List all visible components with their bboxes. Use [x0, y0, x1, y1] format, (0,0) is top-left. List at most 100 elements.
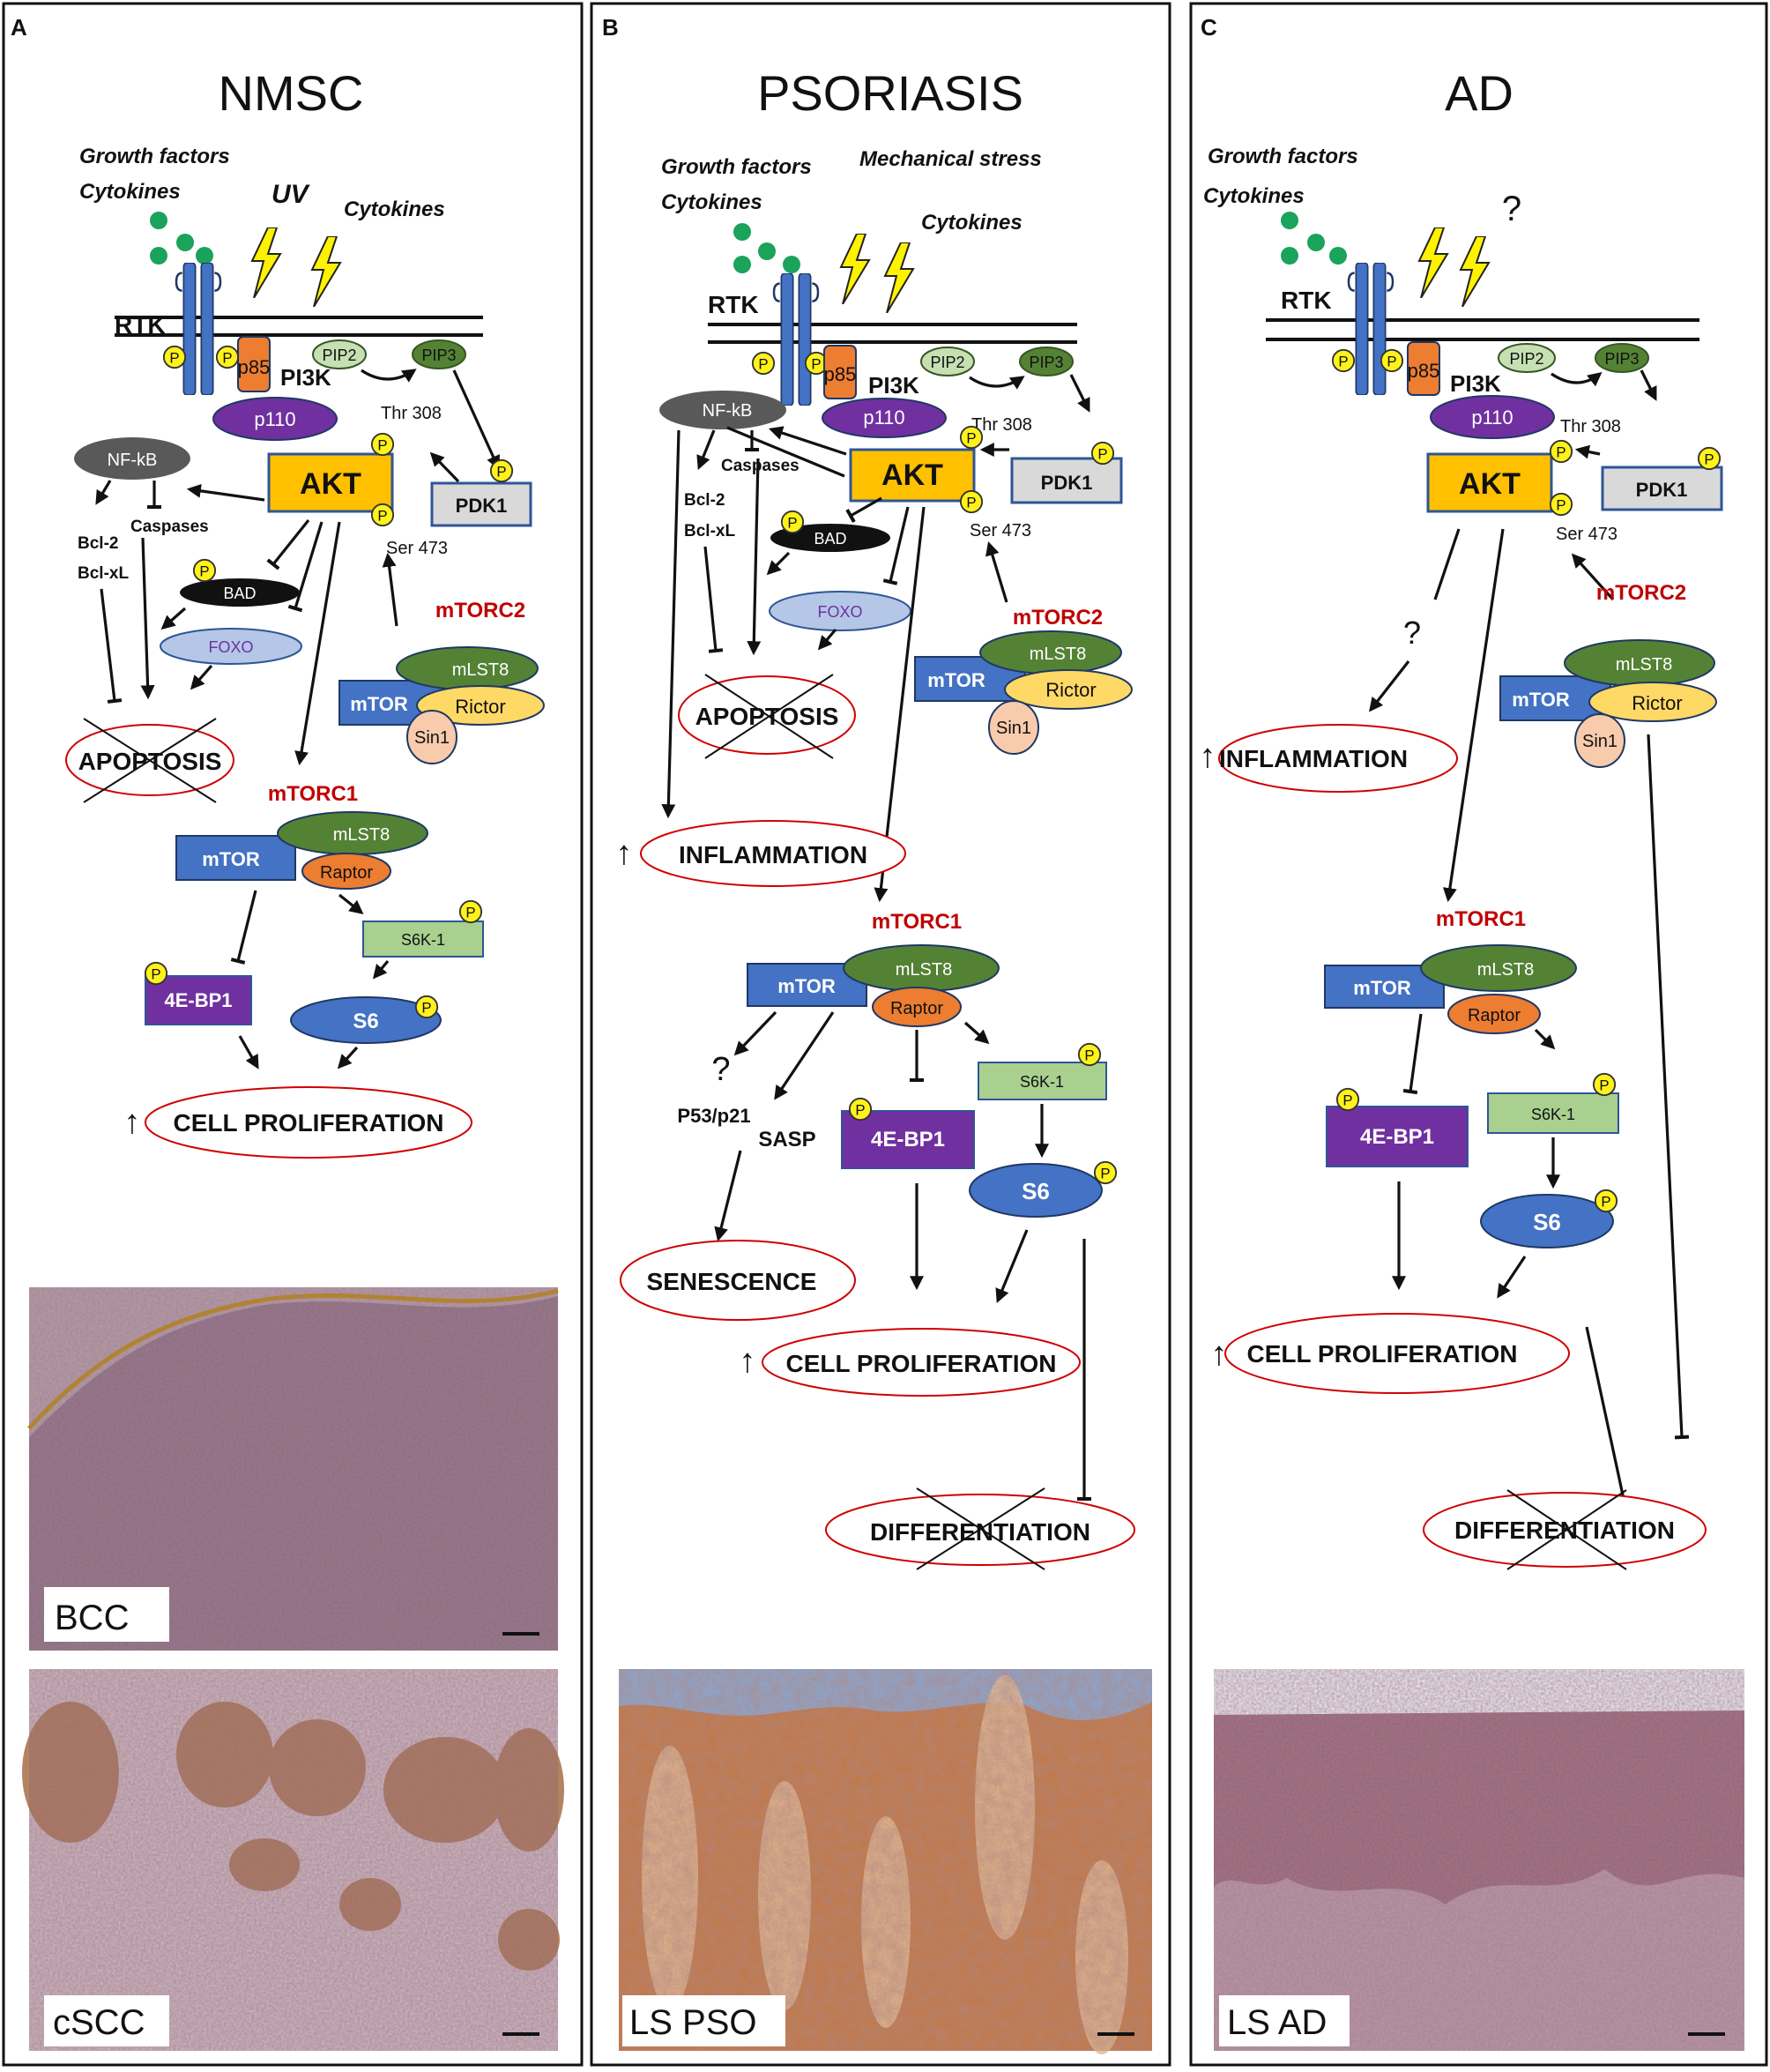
ligand-icon	[783, 256, 800, 273]
ligand-icon	[176, 234, 194, 251]
panel-letter-c: C	[1201, 14, 1217, 41]
phospho-icon	[1093, 1160, 1118, 1185]
mtor-label: mTOR	[350, 693, 408, 715]
4ebp1-node	[1326, 1106, 1469, 1167]
thr308-label: Thr 308	[381, 404, 442, 423]
rictor-label: Rictor	[1632, 692, 1682, 714]
phospho-icon	[1090, 441, 1115, 466]
stimulus-cytokines-2: Cytokines	[921, 211, 1023, 235]
pi3k-label: PI3K	[868, 372, 919, 399]
pdk1-to-akt-arrow	[429, 451, 460, 483]
s6-label: S6	[353, 1010, 378, 1033]
pdk1-label: PDK1	[1636, 479, 1688, 501]
p85-label: p85	[824, 363, 857, 385]
foxo-label: FOXO	[817, 603, 862, 621]
outcome-senescence-label: SENESCENCE	[647, 1268, 817, 1295]
p110-node	[1430, 395, 1555, 439]
mtor-label: mTOR	[1512, 689, 1570, 711]
raptor-label: Raptor	[320, 863, 373, 883]
pdk1-node	[1601, 466, 1723, 511]
phospho-icon	[751, 351, 776, 376]
akt-node	[1426, 452, 1553, 513]
pip3-arrow	[452, 369, 500, 470]
micrograph-texture	[619, 1669, 1152, 2051]
outcome-cell-proliferation	[1224, 1313, 1570, 1394]
akt-inhibits-bad	[845, 496, 882, 523]
s6-label: S6	[1533, 1209, 1561, 1235]
s6k1-arrow	[372, 959, 390, 980]
pip3-node	[1595, 343, 1649, 373]
sin1-label: Sin1	[1582, 732, 1618, 751]
p85-label: p85	[238, 356, 271, 378]
pdk1-node	[430, 481, 532, 527]
rictor-node	[1004, 669, 1133, 710]
outcome-inflammation	[1218, 724, 1458, 793]
rictor-node	[416, 685, 545, 726]
mtorc1-label: mTORC1	[268, 782, 358, 806]
foxo-node	[160, 628, 302, 665]
foxo-label: FOXO	[208, 638, 253, 656]
cross-line	[704, 674, 834, 759]
phospho-icon	[1549, 492, 1573, 517]
nfkb-to-bcl2-arrow	[95, 480, 112, 505]
rtk-receptor-icon	[1347, 263, 1394, 395]
phospho-icon	[192, 558, 217, 583]
caspases-label: Caspases	[130, 518, 209, 536]
nfkb-label: NF-kB	[108, 451, 158, 470]
s6-node	[1480, 1194, 1614, 1248]
s6k1-node	[978, 1062, 1107, 1100]
bcl2-label: Bcl-2	[78, 534, 118, 553]
foxo-arrow	[817, 628, 837, 651]
mlst8-label: mLST8	[896, 960, 952, 980]
lightning-bolt-icon	[840, 234, 870, 304]
phospho-icon	[1380, 348, 1404, 373]
akt-to-nfkb-arrow	[768, 426, 847, 456]
s6k1-node	[362, 920, 484, 958]
mtorc2-label: mTORC2	[1013, 606, 1103, 630]
akt-to-mtorc1-arrow	[874, 506, 926, 903]
raptor-node	[1447, 994, 1541, 1034]
pip3-label: PIP3	[421, 347, 456, 364]
p110-node	[822, 398, 947, 438]
4ebp1-label: 4E-BP1	[1360, 1125, 1434, 1149]
micrograph-label-ls-pso: LS PSO	[629, 2003, 757, 2042]
outcome-inflammation	[640, 820, 906, 887]
pip2-node	[312, 339, 367, 369]
panel-c: C AD Growth factors Cytokines ? RTK p85 …	[1200, 14, 1744, 2051]
ligand-icon	[758, 242, 776, 260]
phospho-icon	[959, 489, 984, 514]
mtorc1-to-p53-arrow	[733, 1010, 777, 1056]
sin1-label: Sin1	[414, 728, 450, 748]
pip2-node	[1498, 343, 1556, 373]
s6-to-proliferation-arrow	[1497, 1256, 1527, 1299]
pip2-label: PIP2	[1509, 350, 1543, 368]
lightning-bolt-icon	[1418, 227, 1448, 298]
sin1-label: Sin1	[996, 719, 1031, 738]
bad-node	[770, 524, 890, 552]
ligand-icon	[1281, 212, 1298, 229]
ligand-icon	[196, 247, 213, 265]
nfkb-node	[74, 437, 190, 480]
increase-arrow-icon: ↑	[124, 1104, 141, 1141]
phospho-icon	[370, 503, 395, 527]
s6-label: S6	[1022, 1178, 1050, 1204]
4ebp1-label: 4E-BP1	[164, 989, 232, 1011]
ser473-label: Ser 473	[1556, 525, 1618, 544]
4ebp1-label: 4E-BP1	[871, 1128, 945, 1152]
pip2-label: PIP2	[930, 354, 964, 371]
pdk1-to-akt-arrow	[1574, 444, 1601, 459]
s6-node	[969, 1163, 1103, 1218]
mlst8-node	[1420, 944, 1577, 992]
lightning-bolt-icon	[251, 227, 281, 298]
akt-to-mtorc1-arrow	[1442, 528, 1505, 903]
s6-to-proliferation-arrow	[995, 1229, 1029, 1303]
ligand-icon	[1281, 247, 1298, 265]
p85-node	[1407, 341, 1440, 396]
mtor-label: mTOR	[927, 669, 985, 691]
bad-arrow	[160, 607, 187, 630]
phospho-icon	[1335, 1087, 1360, 1112]
increase-arrow-icon: ↑	[740, 1343, 756, 1380]
phospho-icon	[959, 425, 984, 450]
micrograph-texture	[29, 1669, 558, 2051]
mtorc1-to-s6k1-arrow	[1534, 1028, 1556, 1050]
